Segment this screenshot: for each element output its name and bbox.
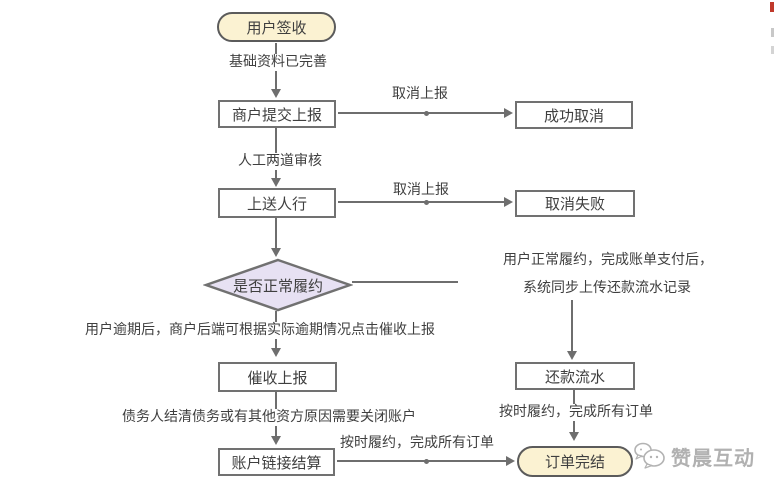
node-cancel-fail: 取消失败 [515, 190, 635, 217]
edge-midpoint-dot [424, 459, 429, 464]
annotation-normal-perform-line2: 系统同步上传还款流水记录 [521, 277, 693, 297]
node-send-pboc: 上送人行 [218, 188, 336, 218]
arrowhead-down-icon [271, 178, 281, 187]
edge-settle-to-end [337, 460, 506, 462]
edge-label-basic-info: 基础资料已完善 [226, 54, 330, 71]
edge-artifact-red [770, 2, 774, 12]
edge-artifact-gray [771, 46, 774, 54]
edge-label-ontime-2: 按时履约，完成所有订单 [337, 435, 497, 452]
node-account-settle: 账户链接结算 [218, 448, 335, 476]
node-end: 订单完结 [517, 446, 633, 477]
node-repayment-flow: 还款流水 [515, 362, 635, 390]
arrowhead-down-icon [271, 248, 281, 257]
edge-midpoint-dot [424, 200, 429, 205]
arrowhead-down-icon [271, 348, 281, 357]
edge-label-manual-review: 人工两道审核 [235, 153, 325, 170]
arrowhead-right-icon [506, 456, 515, 466]
edge-annotation-to-repayment [571, 300, 573, 351]
arrowhead-right-icon [504, 197, 513, 207]
node-decision: 是否正常履约 [203, 258, 353, 312]
decision-label: 是否正常履约 [232, 276, 323, 295]
arrowhead-down-icon [271, 89, 281, 98]
node-collection-report: 催收上报 [218, 362, 337, 392]
edge-label-cancel-report-2: 取消上报 [390, 182, 452, 199]
edge-label-cancel-report-1: 取消上报 [389, 86, 451, 103]
node-cancel-success: 成功取消 [515, 101, 633, 129]
arrowhead-down-icon [567, 351, 577, 360]
annotation-normal-perform-line1: 用户正常履约，完成账单支付后， [501, 249, 715, 269]
watermark: 赞晨互动 [633, 441, 755, 471]
arrowhead-down-icon [569, 432, 579, 441]
chat-bubbles-icon [634, 442, 665, 469]
edge-label-settle-reason: 债务人结清债务或有其他资方原因需要关闭账户 [119, 409, 419, 426]
edge-pboc-to-decision [275, 218, 277, 248]
decision-diamond-shape [203, 258, 353, 312]
edge-decision-to-annotation [352, 281, 458, 283]
edge-midpoint-dot [424, 111, 429, 116]
edge-artifact-gray [771, 28, 774, 37]
node-merchant-submit: 商户提交上报 [218, 100, 336, 128]
arrowhead-right-icon [504, 108, 513, 118]
watermark-brand-text: 赞晨互动 [671, 445, 755, 470]
node-start: 用户签收 [217, 12, 336, 42]
edge-label-overdue: 用户逾期后，商户后端可根据实际逾期情况点击催收上报 [82, 322, 438, 339]
edge-submit-to-cancel-success [338, 112, 504, 114]
edge-pboc-to-cancel-fail [338, 201, 504, 203]
edge-label-ontime-1: 按时履约，完成所有订单 [496, 404, 656, 421]
arrowhead-down-icon [271, 436, 281, 445]
